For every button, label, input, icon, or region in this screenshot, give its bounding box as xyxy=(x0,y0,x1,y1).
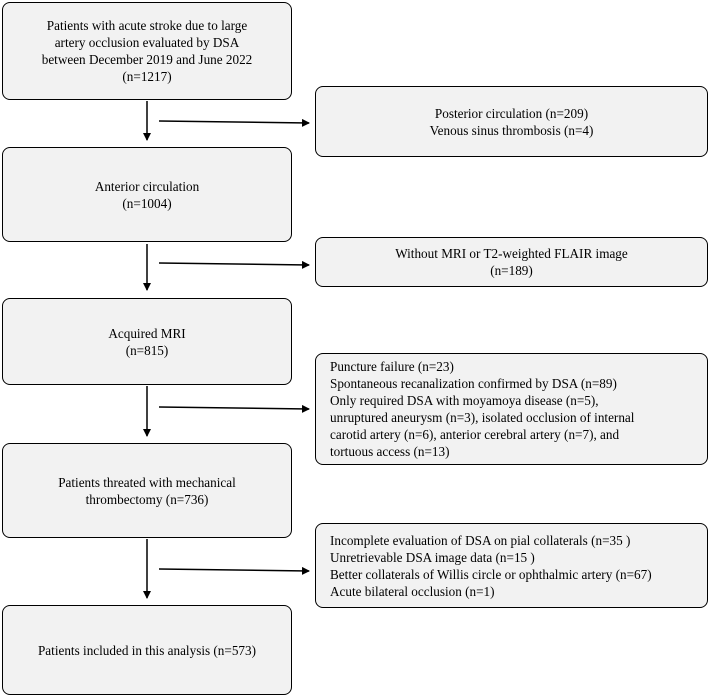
box-line: (n=189) xyxy=(490,263,533,278)
box-line: Incomplete evaluation of DSA on pial col… xyxy=(330,532,631,548)
box-line: (n=1004) xyxy=(122,195,172,211)
box-initial-cohort: Patients with acute stroke due to large … xyxy=(2,2,292,100)
box-line: tortuous access (n=13) xyxy=(330,444,450,459)
box-line: unruptured aneurysm (n=3), isolated occl… xyxy=(330,410,635,425)
box-line: Better collaterals of Willis circle or o… xyxy=(330,566,652,582)
box-line: Patients with acute stroke due to large xyxy=(46,18,248,33)
exclusion-box-posterior-circulation: Posterior circulation (n=209) Venous sin… xyxy=(315,86,708,157)
box-line: (n=1217) xyxy=(122,69,172,84)
exclusion-box-without-mri: Without MRI or T2-weighted FLAIR image (… xyxy=(315,237,708,287)
box-line: Unretrievable DSA image data (n=15 ) xyxy=(330,549,535,565)
box-line: thrombectomy (n=736) xyxy=(85,491,209,507)
box-line: Without MRI or T2-weighted FLAIR image xyxy=(395,246,628,261)
box-line: Acute bilateral occlusion (n=1) xyxy=(330,583,495,599)
box-line: artery occlusion evaluated by DSA xyxy=(54,35,240,50)
box-line: between December 2019 and June 2022 xyxy=(41,52,253,67)
exclusion-box-incomplete-evaluation: Incomplete evaluation of DSA on pial col… xyxy=(315,523,708,608)
exclusion-arrow-3 xyxy=(158,404,310,413)
box-thrombectomy: Patients threated with mechanical thromb… xyxy=(2,443,292,538)
box-line: Acquired MRI xyxy=(108,325,186,341)
exclusion-arrow-2 xyxy=(158,260,310,269)
box-line: Only required DSA with moyamoya disease … xyxy=(330,393,599,408)
box-line: Posterior circulation (n=209) xyxy=(434,105,589,121)
box-line: (n=815) xyxy=(125,342,169,358)
box-line: Venous sinus thrombosis (n=4) xyxy=(429,122,594,138)
box-line: Puncture failure (n=23) xyxy=(330,359,454,374)
box-anterior-circulation: Anterior circulation (n=1004) xyxy=(2,147,292,242)
box-included-analysis: Patients included in this analysis (n=57… xyxy=(2,605,292,695)
exclusion-box-puncture-failure: Puncture failure (n=23) Spontaneous reca… xyxy=(315,353,708,465)
box-line: Anterior circulation xyxy=(94,178,200,194)
box-line: carotid artery (n=6), anterior cerebral … xyxy=(330,427,620,442)
box-line: Spontaneous recanalization confirmed by … xyxy=(330,376,617,391)
exclusion-arrow-1 xyxy=(158,118,310,127)
box-acquired-mri: Acquired MRI (n=815) xyxy=(2,298,292,385)
box-line: Patients threated with mechanical xyxy=(58,474,236,490)
box-line: Patients included in this analysis (n=57… xyxy=(37,642,257,658)
exclusion-arrow-4 xyxy=(158,566,310,575)
